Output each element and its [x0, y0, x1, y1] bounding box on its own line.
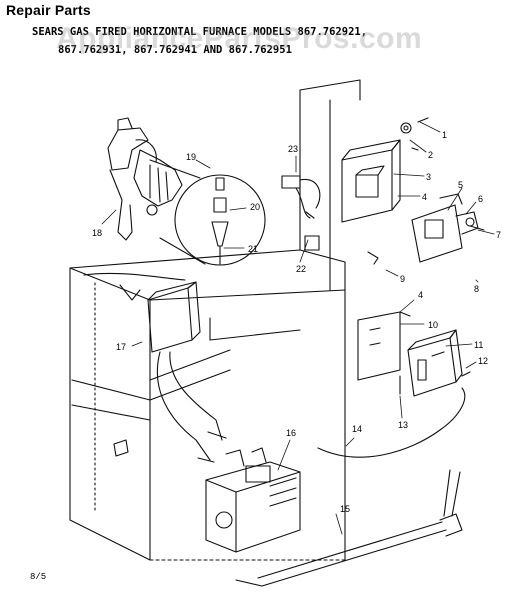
model-line-2: 867.762931, 867.762941 AND 867.762951 — [58, 44, 292, 56]
callout-8: 8 — [474, 284, 479, 294]
callout-9: 9 — [400, 274, 405, 284]
callout-16: 16 — [286, 428, 296, 438]
callout-23: 23 — [288, 144, 298, 154]
callout-4: 4 — [422, 192, 427, 202]
callout-1: 1 — [442, 130, 447, 140]
fitting — [113, 439, 129, 457]
callout-13: 13 — [398, 420, 408, 430]
plate — [304, 235, 320, 251]
screw — [461, 371, 471, 377]
callout-12: 12 — [478, 356, 488, 366]
cabinet-outline — [69, 79, 361, 561]
gas-valve — [205, 447, 301, 553]
page-title: Repair Parts — [6, 2, 91, 18]
callout-22: 22 — [296, 264, 306, 274]
thermocouple-detail — [149, 159, 266, 266]
callout-6: 6 — [478, 194, 483, 204]
junction-box — [341, 139, 401, 223]
callout-18: 18 — [92, 228, 102, 238]
mounting-bracket — [357, 311, 411, 381]
callout-11: 11 — [474, 340, 483, 350]
callout-4b: 4 — [418, 290, 423, 300]
clip — [367, 251, 379, 265]
callout-3: 3 — [426, 172, 431, 182]
fan-control — [407, 329, 463, 397]
burner-tube — [235, 469, 463, 587]
pilot-assembly — [107, 117, 183, 241]
callout-19: 19 — [186, 152, 196, 162]
callout-20: 20 — [250, 202, 260, 212]
callout-10: 10 — [428, 320, 438, 330]
callout-17: 17 — [116, 342, 126, 352]
leader-lines — [101, 121, 495, 535]
callout-numbers: 1 2 3 4 5 6 7 8 9 10 11 12 13 14 15 16 1… — [92, 130, 501, 514]
callout-14: 14 — [352, 424, 362, 434]
callout-2: 2 — [428, 150, 433, 160]
limit-switch — [281, 175, 321, 219]
callout-7: 7 — [496, 230, 501, 240]
footer-code: 8/5 — [30, 572, 47, 582]
model-line-1: SEARS GAS FIRED HORIZONTAL FURNACE MODEL… — [32, 26, 368, 38]
wire-harness — [317, 387, 466, 458]
callout-21: 21 — [248, 244, 258, 254]
transformer — [147, 281, 227, 463]
callout-15: 15 — [340, 504, 350, 514]
grommet — [400, 117, 429, 151]
callout-5: 5 — [458, 180, 463, 190]
relay-assembly — [411, 193, 485, 263]
